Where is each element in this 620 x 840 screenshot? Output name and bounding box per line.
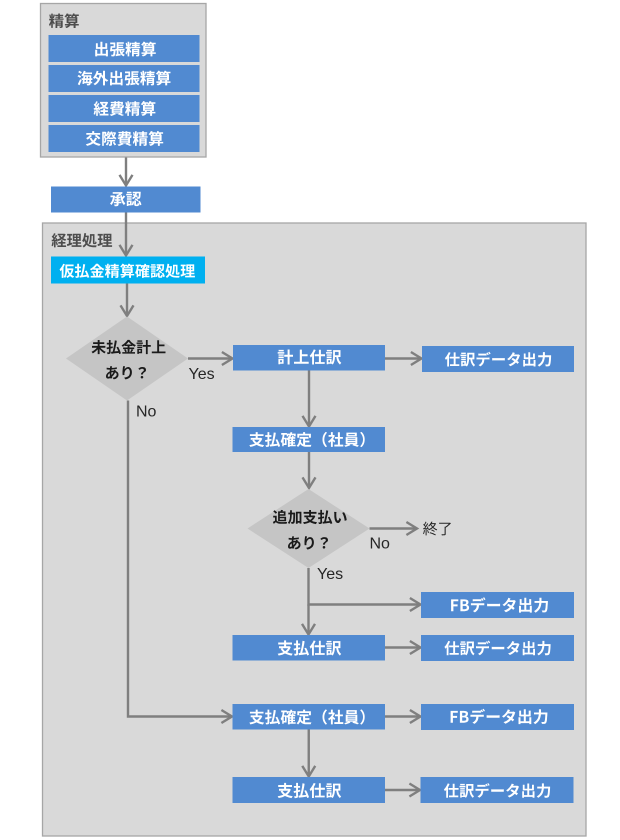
svg-text:No: No	[136, 404, 157, 421]
svg-text:No: No	[370, 536, 391, 553]
svg-text:Yes: Yes	[317, 566, 343, 583]
svg-text:Yes: Yes	[189, 366, 215, 383]
